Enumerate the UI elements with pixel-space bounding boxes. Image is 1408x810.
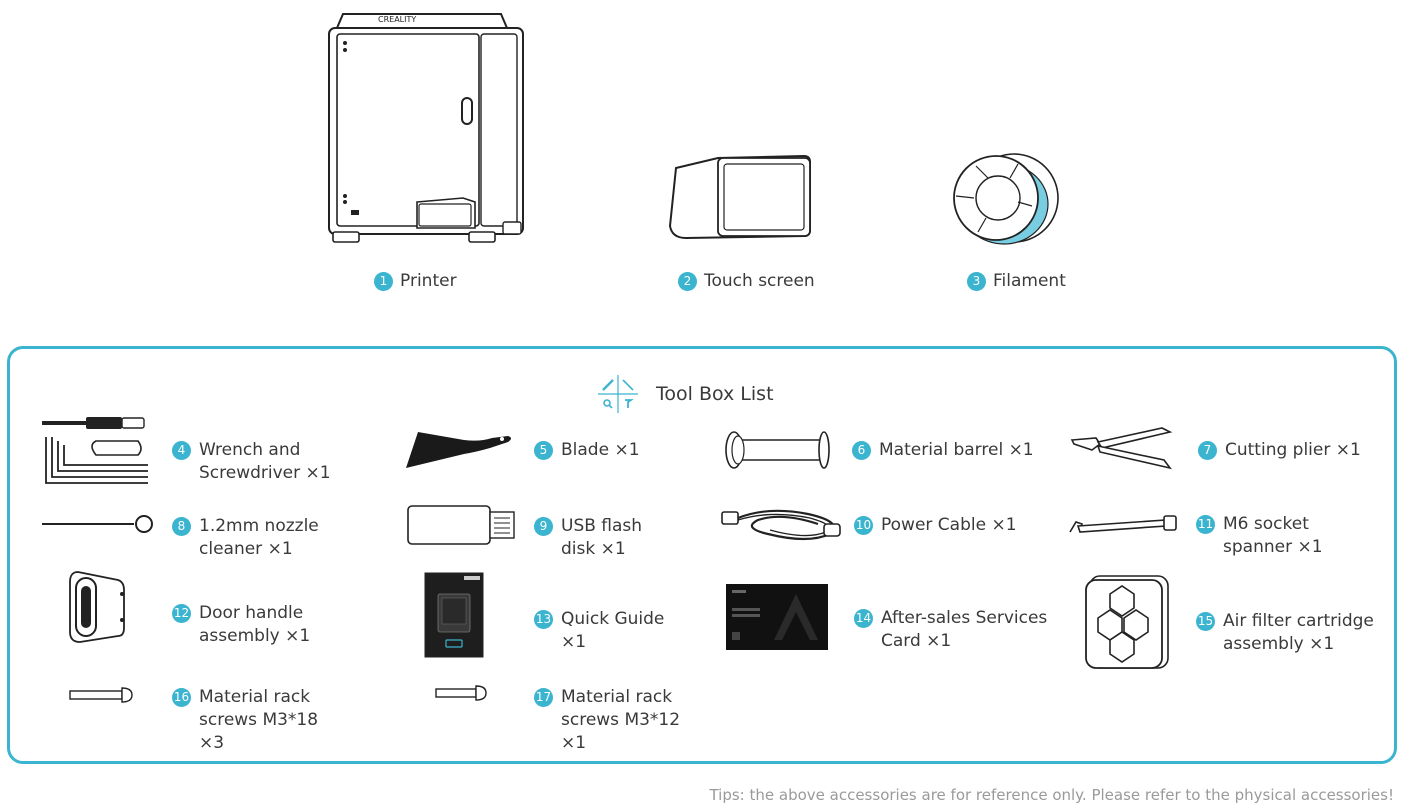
number-badge: 13 xyxy=(534,610,553,629)
toolbox-title: Tool Box List xyxy=(656,383,774,405)
number-badge: 12 xyxy=(172,604,191,623)
toolbox-item-14: 14 After-sales Services Card ×1 xyxy=(854,607,1047,653)
item-line-1: Material rack xyxy=(199,687,311,707)
toolbox-item-13: 13 Quick Guide ×1 xyxy=(534,608,664,654)
socket-spanner-icon xyxy=(1066,510,1178,540)
service-card-icon xyxy=(726,584,828,650)
item-line-1: After-sales Services xyxy=(881,608,1048,628)
caption-text: Touch screen xyxy=(704,271,815,291)
number-badge: 14 xyxy=(854,609,873,628)
wrench-screwdriver-icon xyxy=(40,413,150,487)
toolbox-item-11: 11 M6 socket spanner ×1 xyxy=(1196,513,1323,559)
item-line-2: cleaner ×1 xyxy=(199,539,293,559)
toolbox-item-7: 7 Cutting plier ×1 xyxy=(1198,439,1361,462)
number-badge: 15 xyxy=(1196,612,1215,631)
number-badge: 17 xyxy=(534,688,553,707)
caption-filament: 3 Filament xyxy=(967,271,1066,291)
number-badge: 16 xyxy=(172,688,191,707)
toolbox-item-8: 8 1.2mm nozzle cleaner ×1 xyxy=(172,515,319,561)
item-line-2: spanner ×1 xyxy=(1223,537,1323,557)
item-line-1: USB flash xyxy=(561,516,643,536)
number-badge: 6 xyxy=(852,441,871,460)
item-line-1: Cutting plier ×1 xyxy=(1225,440,1361,460)
number-badge: 11 xyxy=(1196,515,1215,534)
item-line-1: Power Cable ×1 xyxy=(881,515,1017,535)
screw-short-icon xyxy=(434,684,488,702)
cutting-plier-icon xyxy=(1070,424,1178,474)
item-line-3: ×1 xyxy=(561,733,587,753)
touch-screen-image xyxy=(666,154,812,240)
item-line-2: screws M3*18 xyxy=(199,710,319,730)
door-handle-icon xyxy=(66,570,128,644)
number-badge: 8 xyxy=(172,517,191,536)
toolbox-item-4: 4 Wrench and Screwdriver ×1 xyxy=(172,439,331,485)
item-line-1: M6 socket xyxy=(1223,514,1309,534)
tip-note: Tips: the above accessories are for refe… xyxy=(709,786,1394,804)
item-line-1: Door handle xyxy=(199,603,304,623)
power-cable-icon xyxy=(718,500,848,544)
filament-image xyxy=(948,146,1060,246)
number-badge: 3 xyxy=(967,272,986,291)
item-line-2: Screwdriver ×1 xyxy=(199,463,331,483)
number-badge: 4 xyxy=(172,441,191,460)
nozzle-cleaner-icon xyxy=(40,512,156,536)
usb-flash-disk-icon xyxy=(406,504,516,546)
number-badge: 7 xyxy=(1198,441,1217,460)
toolbox-item-12: 12 Door handle assembly ×1 xyxy=(172,602,310,648)
material-barrel-icon xyxy=(724,430,836,470)
number-badge: 10 xyxy=(854,516,873,535)
item-line-1: Wrench and xyxy=(199,440,301,460)
screw-long-icon xyxy=(68,686,134,704)
toolbox-item-16: 16 Material rack screws M3*18 ×3 xyxy=(172,686,318,755)
item-line-1: Air filter cartridge xyxy=(1223,611,1374,631)
number-badge: 5 xyxy=(534,441,553,460)
toolbox-item-10: 10 Power Cable ×1 xyxy=(854,514,1017,537)
item-line-3: ×3 xyxy=(199,733,225,753)
toolbox-item-5: 5 Blade ×1 xyxy=(534,439,640,462)
quick-guide-icon xyxy=(424,572,484,658)
item-line-1: Blade ×1 xyxy=(561,440,640,460)
item-line-2: ×1 xyxy=(561,632,587,652)
printer-image xyxy=(325,6,525,250)
item-line-2: Card ×1 xyxy=(881,631,952,651)
number-badge: 9 xyxy=(534,517,553,536)
blade-icon xyxy=(404,428,514,472)
item-line-1: 1.2mm nozzle xyxy=(199,516,319,536)
caption-text: Printer xyxy=(400,271,457,291)
tools-icon xyxy=(598,375,638,413)
item-line-1: Material rack xyxy=(561,687,673,707)
item-line-2: assembly ×1 xyxy=(199,626,311,646)
item-line-2: screws M3*12 xyxy=(561,710,681,730)
toolbox-item-9: 9 USB flash disk ×1 xyxy=(534,515,642,561)
printer-logo: CREALITY xyxy=(378,15,417,24)
toolbox-item-17: 17 Material rack screws M3*12 ×1 xyxy=(534,686,680,755)
item-line-2: disk ×1 xyxy=(561,539,626,559)
caption-text: Filament xyxy=(993,271,1066,291)
air-filter-icon xyxy=(1084,574,1170,670)
toolbox-panel xyxy=(7,346,1397,764)
caption-printer: 1 Printer xyxy=(374,271,457,291)
item-line-2: assembly ×1 xyxy=(1223,634,1335,654)
item-line-1: Material barrel ×1 xyxy=(879,440,1034,460)
toolbox-item-6: 6 Material barrel ×1 xyxy=(852,439,1034,462)
number-badge: 1 xyxy=(374,272,393,291)
number-badge: 2 xyxy=(678,272,697,291)
item-line-1: Quick Guide xyxy=(561,609,665,629)
caption-touch-screen: 2 Touch screen xyxy=(678,271,815,291)
toolbox-item-15: 15 Air filter cartridge assembly ×1 xyxy=(1196,610,1374,656)
